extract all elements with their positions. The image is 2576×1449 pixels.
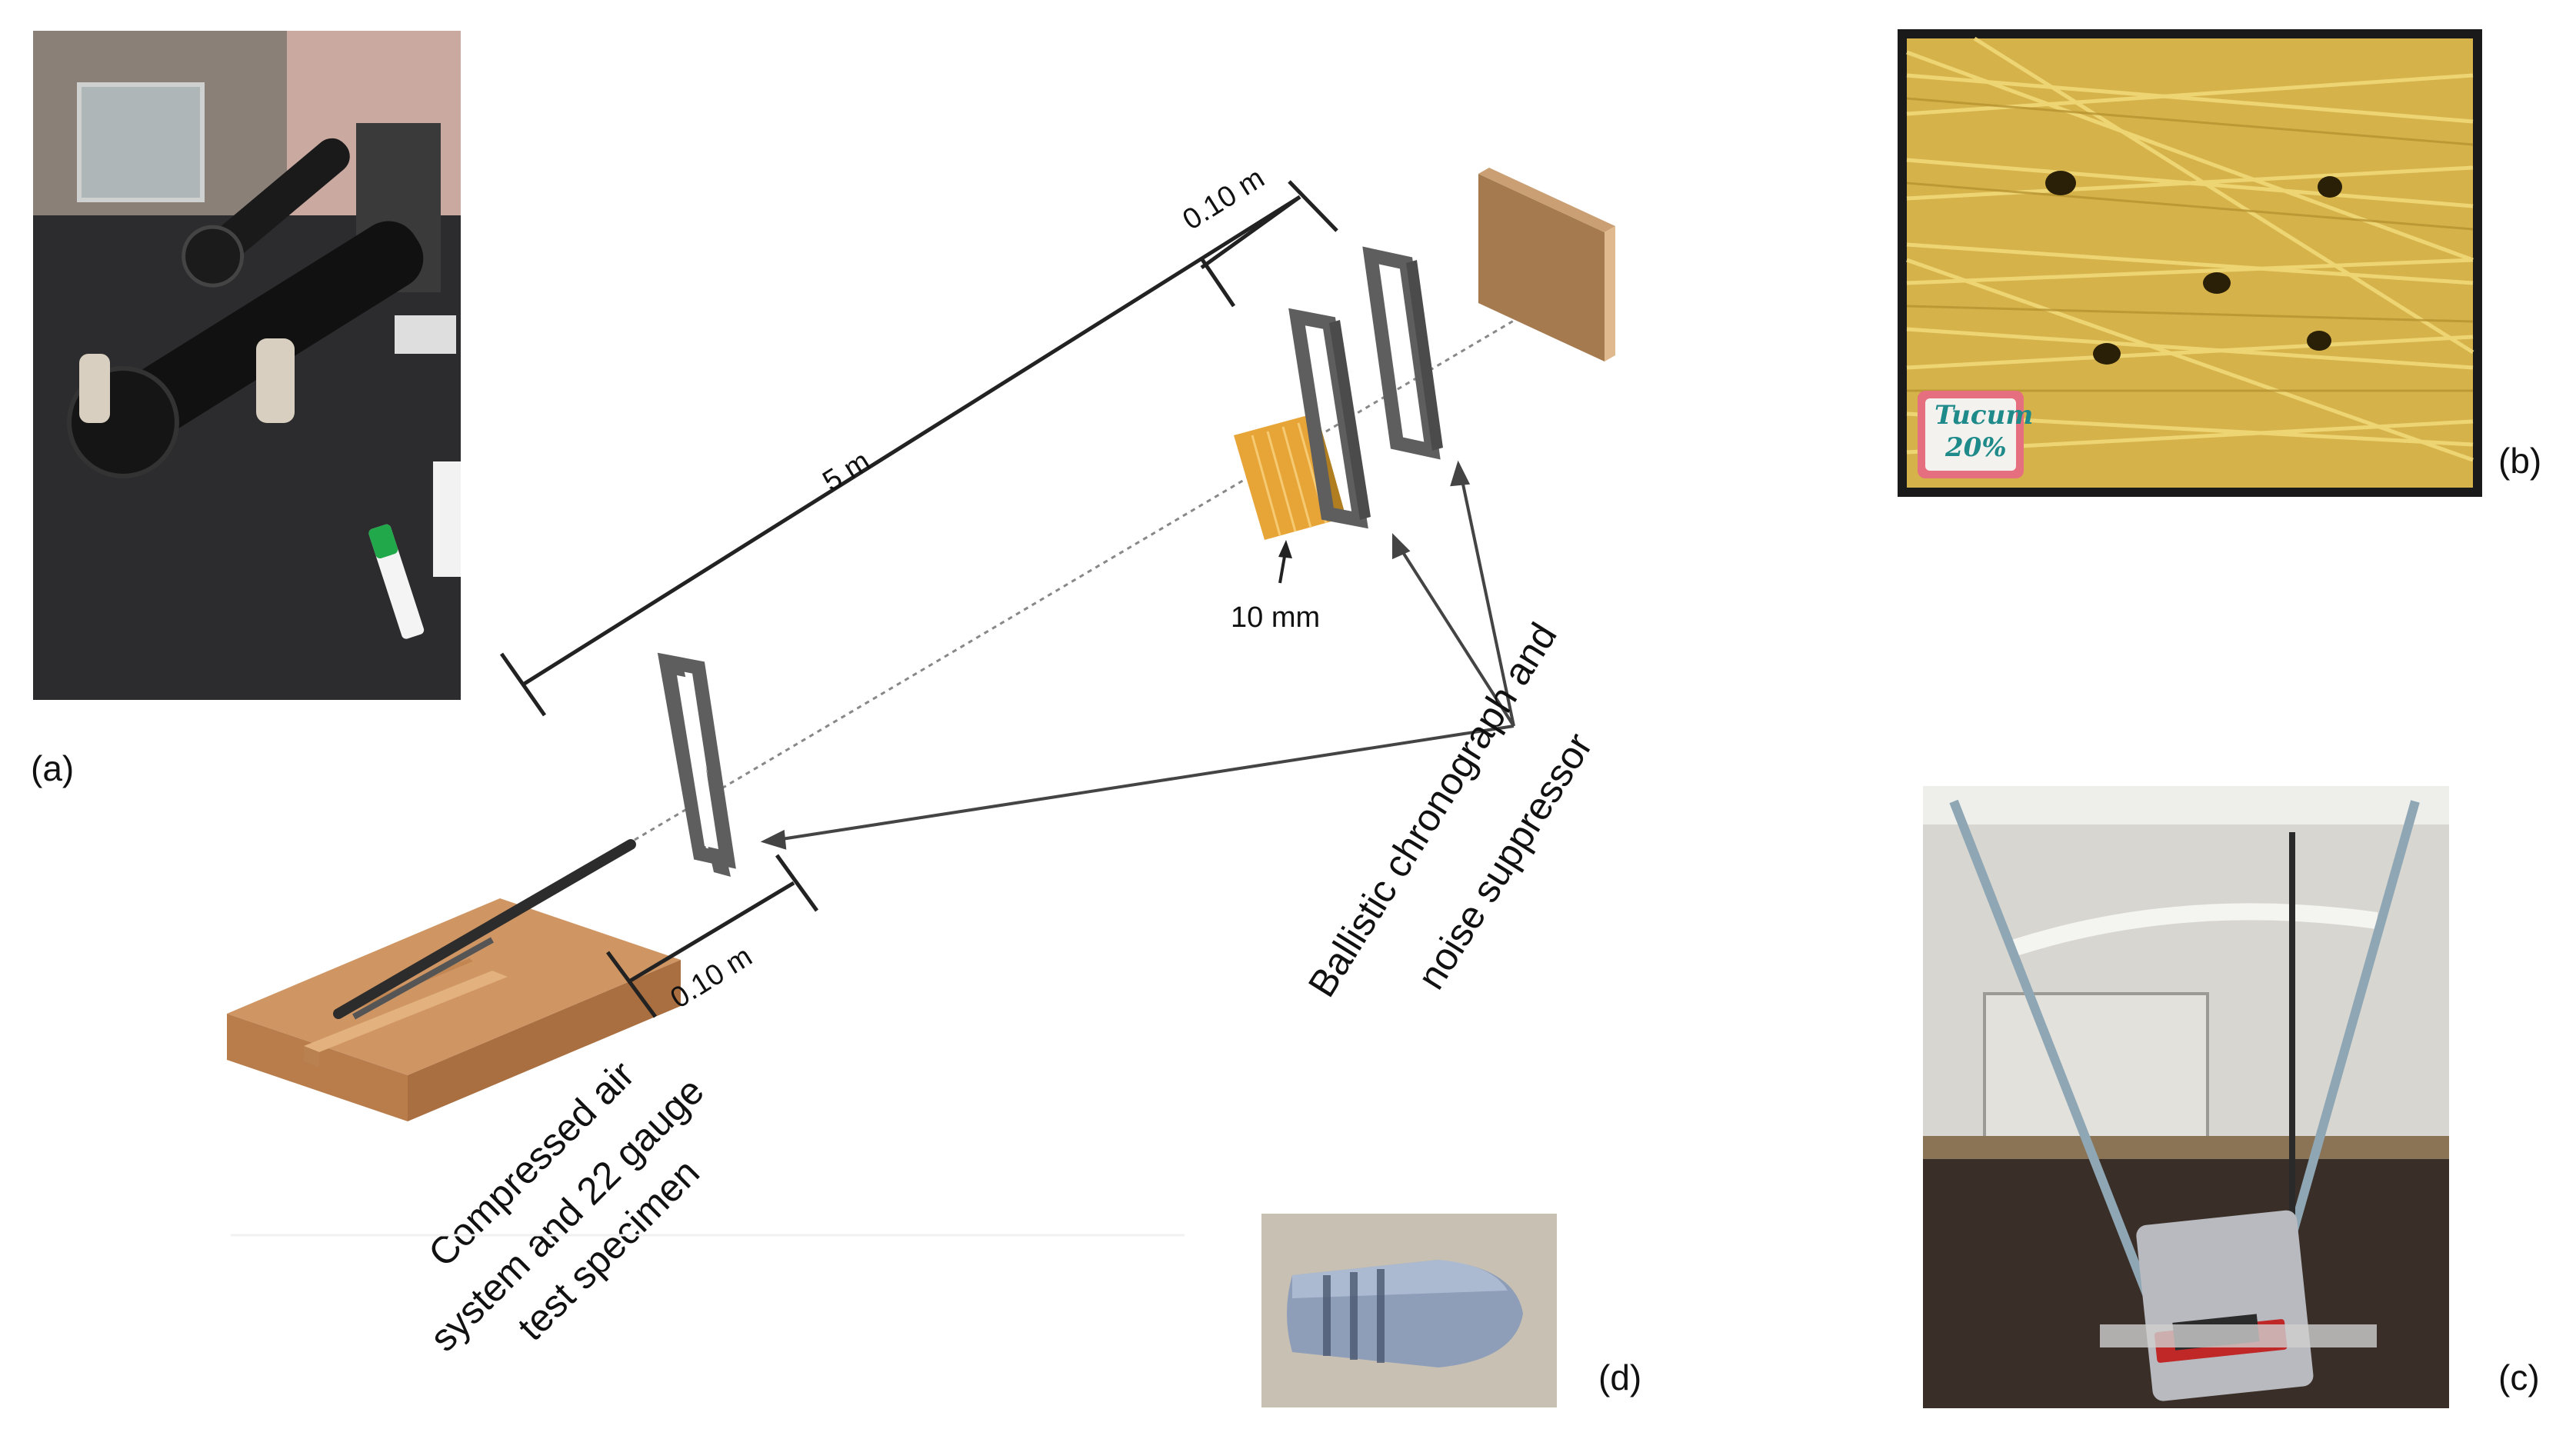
photo-b-composite-plate: Tucum 20% <box>1898 29 2482 497</box>
dimension-top-0-10m <box>1200 180 1338 270</box>
dimension-5m <box>499 195 1301 717</box>
projectile-path <box>634 302 1543 841</box>
projectile-illustration <box>1261 1214 1557 1407</box>
panel-label-d: (d) <box>1598 1357 1642 1397</box>
backstop-board <box>1478 168 1615 361</box>
panel-label-b: (b) <box>2498 441 2542 481</box>
photo-a-rifle-setup <box>33 31 461 700</box>
air-gun-barrel-body <box>352 937 494 1020</box>
chronograph-pointer-arrows <box>760 460 1515 850</box>
panel-label-c: (c) <box>2498 1357 2540 1397</box>
dimension-bottom-0-10m <box>605 854 819 1018</box>
panel-label-a: (a) <box>31 748 75 788</box>
chronograph-frame-rear <box>1362 246 1443 460</box>
chronograph-frame-front <box>657 652 736 877</box>
photo-c-chronograph <box>1923 786 2449 1408</box>
chronograph-frame-middle <box>1288 308 1371 529</box>
thickness-arrow <box>1278 540 1292 584</box>
chronograph-illustration <box>1923 786 2449 1408</box>
composite-plate-illustration <box>1906 36 2474 488</box>
air-gun-barrel <box>333 839 636 1019</box>
specimen-tag-line1: Tucum <box>1934 400 2034 431</box>
photo-d-projectile <box>1261 1214 1557 1407</box>
label-thickness: 10 mm <box>1231 601 1320 634</box>
rifle-setup-illustration <box>33 31 461 700</box>
specimen-tag-line2: 20% <box>1945 432 2007 463</box>
label-distance-5m: 5 m <box>818 445 876 498</box>
